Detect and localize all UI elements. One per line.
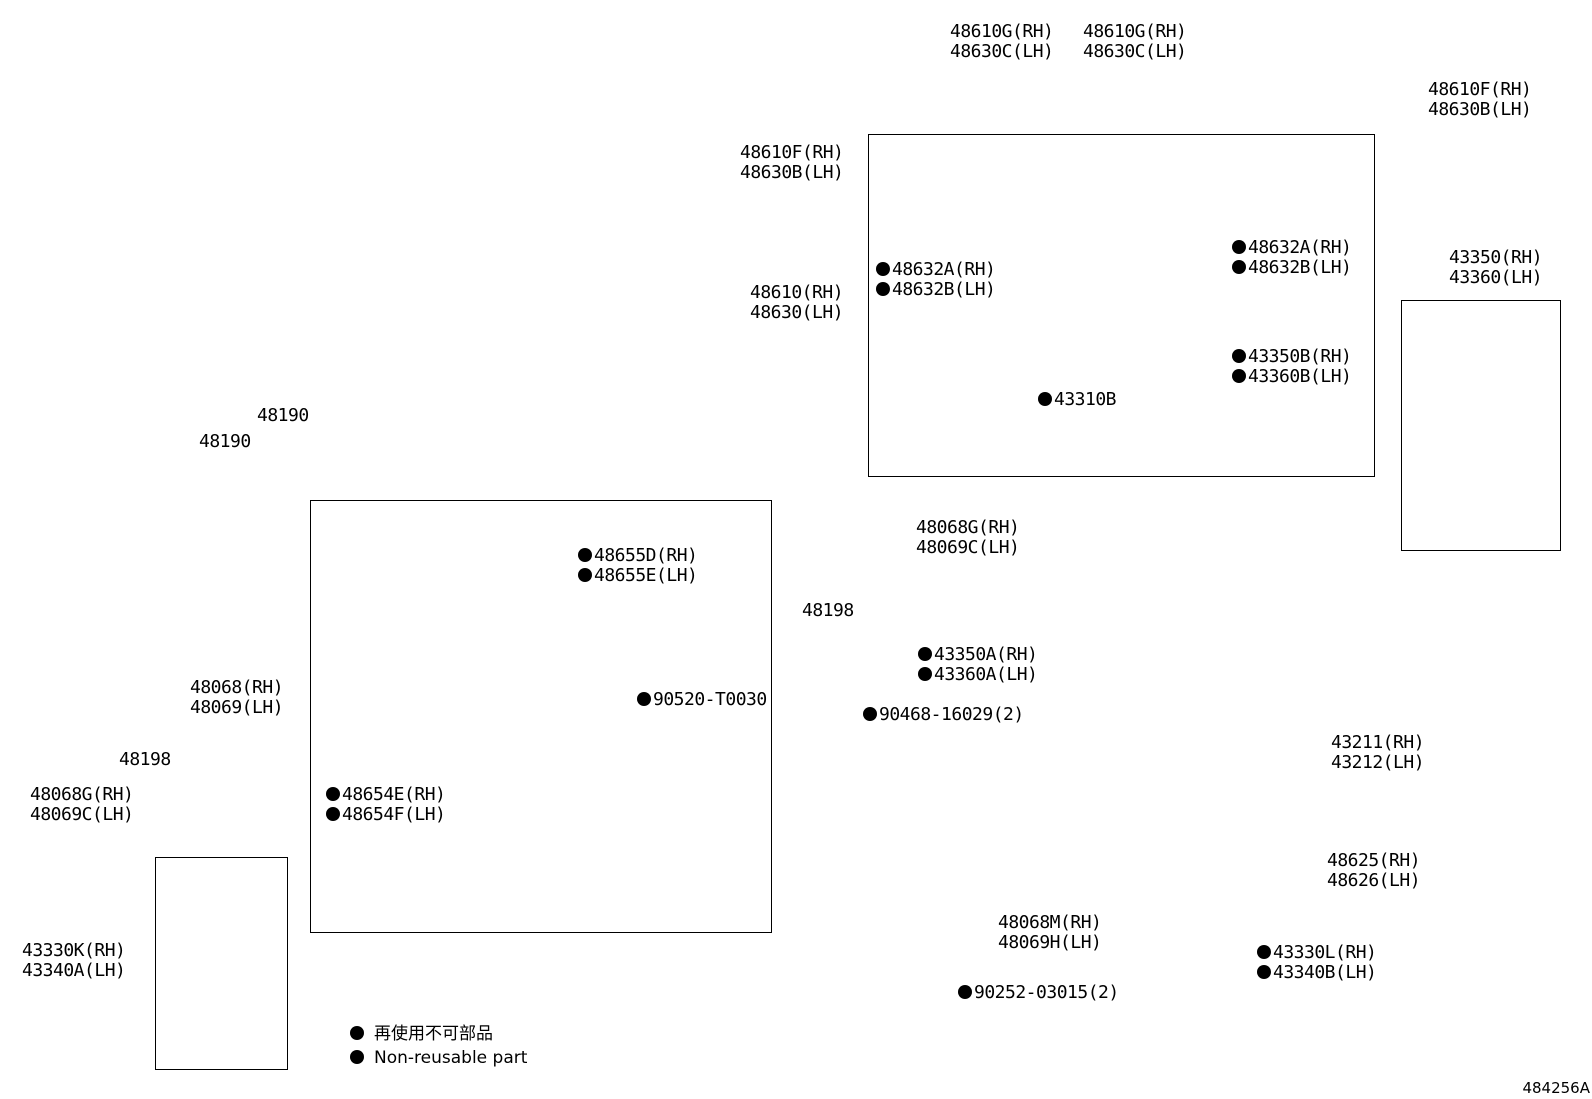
- part-label-cam-bolt-b[interactable]: 48190: [199, 431, 251, 452]
- part-label-knuckle-nut[interactable]: 43350A(RH) 43360A(LH): [918, 645, 1038, 685]
- part-label-snap-ring[interactable]: 90520-T0030: [637, 690, 767, 710]
- part-label-upper-ball-ring-2[interactable]: 43310B: [1038, 390, 1117, 410]
- lower-arm-group-box: [310, 500, 772, 933]
- non-reusable-dot-icon: [958, 985, 972, 999]
- part-label-cam-plate-right[interactable]: 48198: [802, 600, 854, 621]
- part-label-lower-nut[interactable]: 43330L(RH) 43340B(LH): [1257, 943, 1377, 983]
- part-label-knuckle-arm[interactable]: 48625(RH) 48626(LH): [1327, 850, 1421, 891]
- non-reusable-dot-icon: [1232, 369, 1246, 383]
- part-label-upper-bushing-right[interactable]: 48632A(RH) 48632B(LH): [1232, 238, 1352, 278]
- part-label-lower-arm[interactable]: 48068(RH) 48069(LH): [190, 677, 284, 718]
- non-reusable-dot-icon: [918, 667, 932, 681]
- part-label-upper-bushing-left[interactable]: 48632A(RH) 48632B(LH): [876, 260, 996, 300]
- non-reusable-dot-icon: [1232, 240, 1246, 254]
- non-reusable-dot-icon: [578, 568, 592, 582]
- upper-ball-joint-group-box: [1401, 300, 1561, 551]
- part-label-lower-ball-joint[interactable]: 43330K(RH) 43340A(LH): [22, 940, 126, 981]
- upper-arm-group-box: [868, 134, 1375, 477]
- non-reusable-dot-icon: [1038, 392, 1052, 406]
- part-label-upper-bolt-nut-b[interactable]: 48610G(RH) 48630C(LH): [1083, 21, 1187, 62]
- legend: 再使用不可部品 Non-reusable part: [350, 1022, 527, 1070]
- non-reusable-dot-icon: [350, 1026, 364, 1040]
- part-label-upper-arm[interactable]: 48610(RH) 48630(LH): [750, 282, 844, 323]
- non-reusable-dot-icon: [876, 262, 890, 276]
- non-reusable-dot-icon: [1257, 945, 1271, 959]
- non-reusable-dot-icon: [876, 282, 890, 296]
- part-label-upper-ball-ring[interactable]: 43350B(RH) 43360B(LH): [1232, 347, 1352, 387]
- part-label-steering-knuckle[interactable]: 43211(RH) 43212(LH): [1331, 732, 1425, 773]
- part-label-lower-front-bushing[interactable]: 48655D(RH) 48655E(LH): [578, 546, 698, 586]
- part-label-lower-cotter-pin[interactable]: 90252-03015(2): [958, 983, 1119, 1003]
- non-reusable-dot-icon: [1257, 965, 1271, 979]
- illustration-id: 484256A: [1522, 1079, 1590, 1097]
- part-label-lower-rear-bushing[interactable]: 48654E(RH) 48654F(LH): [326, 785, 446, 825]
- part-label-knuckle-arm-bolt[interactable]: 48068M(RH) 48069H(LH): [998, 912, 1102, 953]
- part-label-upper-ball-joint[interactable]: 43350(RH) 43360(LH): [1449, 247, 1543, 288]
- non-reusable-dot-icon: [350, 1050, 364, 1064]
- non-reusable-dot-icon: [1232, 260, 1246, 274]
- non-reusable-dot-icon: [326, 807, 340, 821]
- part-label-cam-bolt-a[interactable]: 48190: [257, 405, 309, 426]
- part-label-cam-nut-right[interactable]: 48068G(RH) 48069C(LH): [916, 517, 1020, 558]
- part-label-upper-bolt-left[interactable]: 48610F(RH) 48630B(LH): [740, 142, 844, 183]
- lower-ball-joint-group-box: [155, 857, 288, 1070]
- part-label-cam-nut-left[interactable]: 48068G(RH) 48069C(LH): [30, 784, 134, 825]
- part-label-upper-bolt-right[interactable]: 48610F(RH) 48630B(LH): [1428, 79, 1532, 120]
- part-label-upper-bolt-nut-a[interactable]: 48610G(RH) 48630C(LH): [950, 21, 1054, 62]
- part-label-cam-plate-left[interactable]: 48198: [119, 749, 171, 770]
- legend-text-en: Non-reusable part: [374, 1048, 528, 1068]
- non-reusable-dot-icon: [1232, 349, 1246, 363]
- non-reusable-dot-icon: [578, 548, 592, 562]
- non-reusable-dot-icon: [918, 647, 932, 661]
- part-label-knuckle-cotter-pin[interactable]: 90468-16029(2): [863, 705, 1024, 725]
- non-reusable-dot-icon: [863, 707, 877, 721]
- non-reusable-dot-icon: [326, 787, 340, 801]
- legend-text-ja: 再使用不可部品: [374, 1024, 493, 1044]
- non-reusable-dot-icon: [637, 692, 651, 706]
